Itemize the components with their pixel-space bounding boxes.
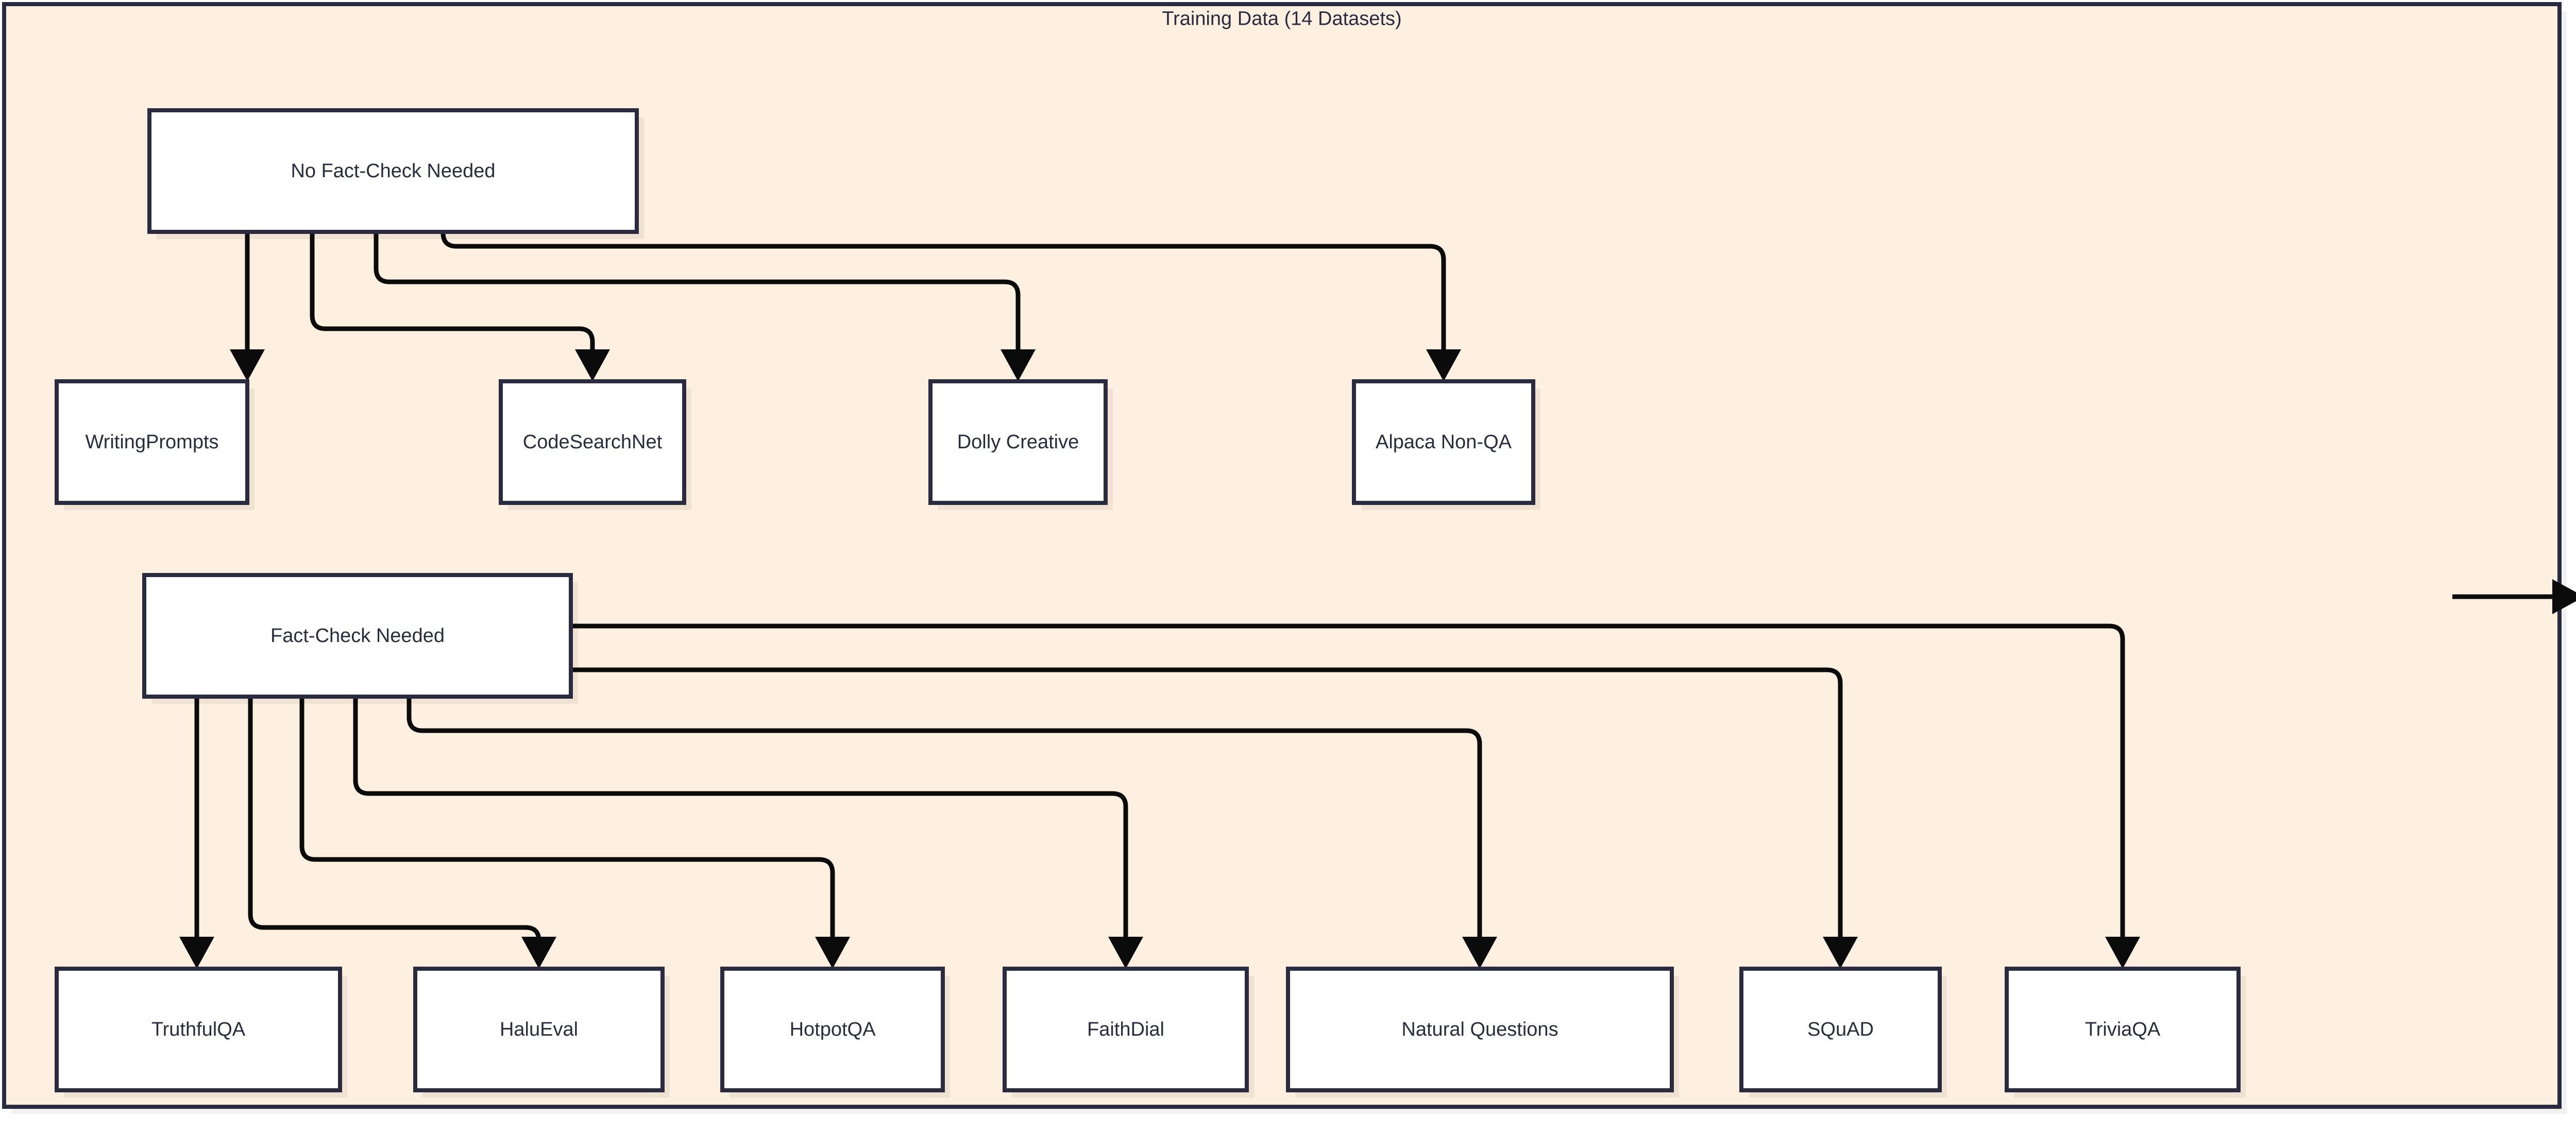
edge-no-fact-check-needed-to-writingprompts — [230, 232, 265, 381]
node-fact-check-needed-label: Fact-Check Needed — [270, 625, 445, 647]
node-writingprompts-label: WritingPrompts — [85, 431, 218, 453]
node-natural-questions[interactable]: Natural Questions — [1286, 967, 1679, 1098]
edge-fact-check-needed-to-halueval-line — [248, 697, 541, 943]
node-halueval-label: HaluEval — [500, 1019, 578, 1040]
edge-fact-check-needed-to-truthfulqa-arrowhead — [179, 937, 214, 969]
edge-fact-check-needed-to-hotpotqa-line — [299, 697, 835, 937]
node-triviaqa-label: TriviaQA — [2085, 1019, 2161, 1040]
node-faithdial-box[interactable] — [1003, 967, 1249, 1092]
node-natural-questions-box[interactable] — [1286, 967, 1674, 1092]
edge-no-fact-check-needed-to-codesearchnet-line — [310, 232, 595, 349]
node-truthfulqa-box[interactable] — [55, 967, 342, 1092]
node-alpaca-non-qa[interactable]: Alpaca Non-QA — [1352, 379, 1540, 510]
node-faithdial-label: FaithDial — [1087, 1019, 1164, 1040]
edge-no-fact-check-needed-to-writingprompts-arrowhead — [230, 349, 265, 381]
edge-fact-check-needed-to-natural-questions-line — [406, 697, 1482, 937]
node-dolly-creative-label: Dolly Creative — [957, 431, 1079, 453]
edge-fact-check-needed-to-faithdial-line — [353, 697, 1128, 937]
edge-no-fact-check-needed-to-dolly-creative-arrowhead — [1001, 349, 1036, 381]
edge-fact-check-needed-to-squad-arrowhead — [1823, 937, 1858, 969]
node-fact-check-needed[interactable]: Fact-Check Needed — [142, 573, 578, 704]
node-squad-label: SQuAD — [1807, 1019, 1874, 1040]
node-dolly-creative-box[interactable] — [928, 379, 1108, 505]
node-no-fact-check-needed-box[interactable] — [147, 108, 639, 234]
cluster-training-title: Training Data (14 Datasets) — [1162, 8, 1401, 29]
node-writingprompts[interactable]: WritingPrompts — [55, 379, 255, 510]
node-alpaca-non-qa-box[interactable] — [1352, 379, 1535, 505]
node-alpaca-non-qa-label: Alpaca Non-QA — [1376, 431, 1512, 453]
node-squad[interactable]: SQuAD — [1739, 967, 1947, 1098]
edge-fact-check-needed-to-faithdial-arrowhead — [1108, 937, 1143, 969]
node-truthfulqa[interactable]: TruthfulQA — [55, 967, 347, 1098]
node-no-fact-check-needed[interactable]: No Fact-Check Needed — [147, 108, 644, 239]
edge-training-to-sentinel-arrowhead — [2552, 579, 2576, 614]
edge-training-to-sentinel — [2452, 579, 2576, 614]
node-halueval[interactable]: HaluEval — [413, 967, 670, 1098]
edge-fact-check-needed-to-natural-questions-arrowhead — [1462, 937, 1497, 969]
edge-no-fact-check-needed-to-codesearchnet-arrowhead — [575, 349, 610, 381]
node-hotpotqa-box[interactable] — [720, 967, 945, 1092]
node-faithdial[interactable]: FaithDial — [1003, 967, 1254, 1098]
node-natural-questions-label: Natural Questions — [1401, 1019, 1558, 1040]
node-writingprompts-box[interactable] — [55, 379, 249, 505]
node-truthfulqa-label: TruthfulQA — [151, 1019, 246, 1040]
edge-fact-check-needed-to-truthfulqa — [179, 697, 214, 969]
edge-fact-check-needed-to-triviaqa-arrowhead — [2105, 937, 2140, 969]
node-squad-box[interactable] — [1739, 967, 1942, 1092]
edge-no-fact-check-needed-to-alpaca-non-qa — [440, 230, 1461, 381]
node-triviaqa-box[interactable] — [2005, 967, 2241, 1092]
node-fact-check-needed-box[interactable] — [142, 573, 573, 699]
edge-no-fact-check-needed-to-dolly-creative-line — [374, 232, 1021, 349]
edge-fact-check-needed-to-halueval-arrowhead — [521, 937, 556, 969]
edge-fact-check-needed-to-hotpotqa — [299, 697, 850, 969]
edge-no-fact-check-needed-to-alpaca-non-qa-line — [440, 230, 1446, 349]
edge-no-fact-check-needed-to-dolly-creative — [374, 232, 1036, 381]
node-codesearchnet-box[interactable] — [499, 379, 686, 505]
edge-fact-check-needed-to-halueval — [248, 697, 556, 969]
edge-no-fact-check-needed-to-alpaca-non-qa-arrowhead — [1426, 349, 1461, 381]
node-halueval-box[interactable] — [413, 967, 665, 1092]
node-no-fact-check-needed-label: No Fact-Check Needed — [291, 160, 495, 182]
node-hotpotqa-label: HotpotQA — [790, 1019, 876, 1040]
node-codesearchnet-label: CodeSearchNet — [523, 431, 663, 453]
edge-fact-check-needed-to-faithdial — [353, 697, 1143, 969]
node-hotpotqa[interactable]: HotpotQA — [720, 967, 950, 1098]
edge-fact-check-needed-to-hotpotqa-arrowhead — [815, 937, 850, 969]
node-triviaqa[interactable]: TriviaQA — [2005, 967, 2246, 1098]
edge-no-fact-check-needed-to-codesearchnet — [310, 232, 610, 381]
node-codesearchnet[interactable]: CodeSearchNet — [499, 379, 691, 510]
edge-fact-check-needed-to-natural-questions — [406, 697, 1497, 969]
node-dolly-creative[interactable]: Dolly Creative — [928, 379, 1113, 510]
